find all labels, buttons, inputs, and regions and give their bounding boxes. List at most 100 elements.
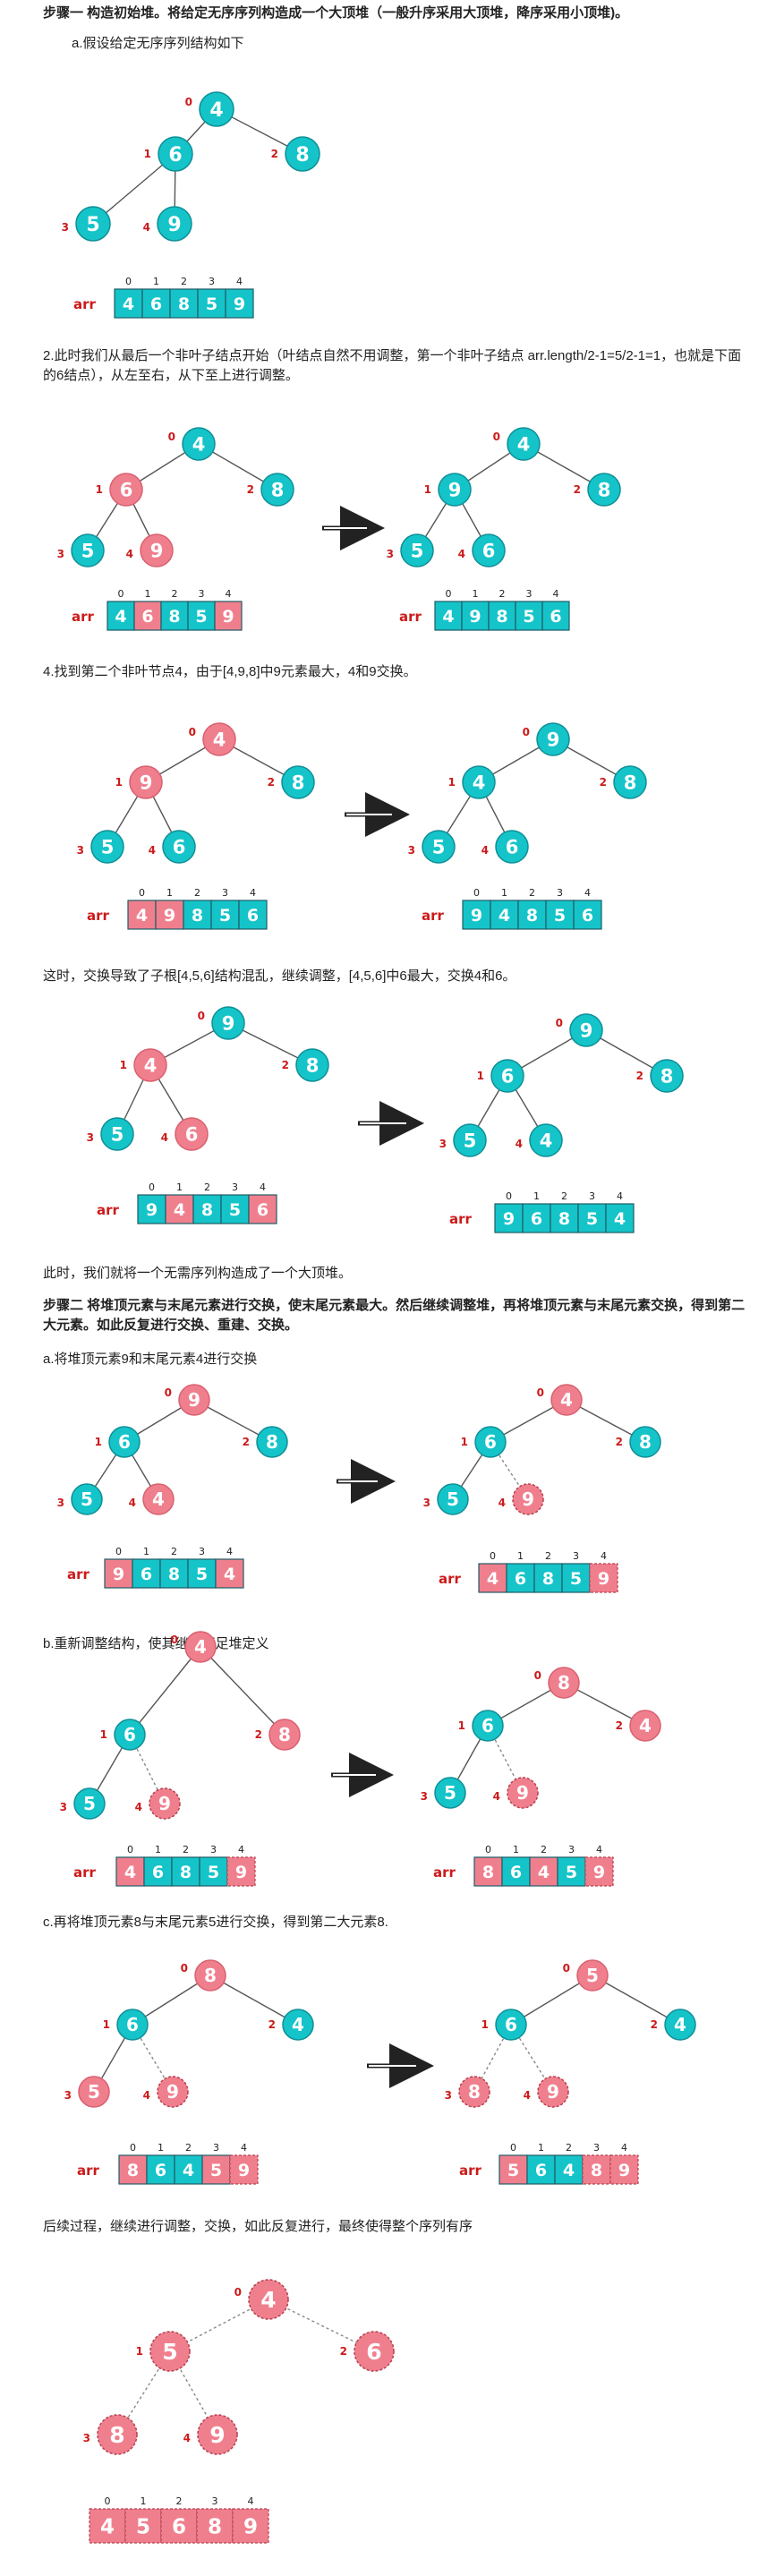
array-cell-value: 4 bbox=[487, 1569, 499, 1589]
array-cell-value: 6 bbox=[141, 1565, 152, 1584]
array-cell bbox=[584, 1856, 614, 1887]
array-label: arr bbox=[399, 609, 422, 625]
array-cell bbox=[494, 1203, 524, 1233]
array-label: arr bbox=[459, 2162, 482, 2179]
array-index: 0 bbox=[473, 887, 480, 899]
tree-index-label: 2 bbox=[247, 483, 254, 496]
array-cell-value: 6 bbox=[531, 1209, 542, 1229]
array-cell bbox=[171, 1856, 200, 1887]
tree-node-value: 5 bbox=[81, 541, 95, 562]
tree-node bbox=[495, 2009, 527, 2041]
tree-node-value: 6 bbox=[505, 2014, 517, 2035]
array-cell-value: 9 bbox=[234, 294, 245, 314]
array-index: 0 bbox=[510, 2142, 516, 2154]
array-cell bbox=[141, 288, 171, 319]
tree-index-label: 4 bbox=[493, 1790, 500, 1803]
array-label: arr bbox=[73, 1864, 97, 1881]
tree-node bbox=[474, 1426, 507, 1458]
array-index: 0 bbox=[127, 1844, 133, 1855]
tree-node-value: 6 bbox=[124, 1724, 136, 1745]
tree-index-label: 3 bbox=[387, 548, 394, 560]
tree-node bbox=[587, 473, 621, 507]
tree-index-label: 0 bbox=[493, 431, 500, 443]
array-cell-value: 9 bbox=[243, 2515, 258, 2538]
array-cell-value: 9 bbox=[598, 1569, 609, 1589]
tree-index-label: 3 bbox=[77, 844, 84, 857]
tree-node bbox=[142, 1483, 175, 1515]
tree-node bbox=[629, 1426, 661, 1458]
array-cell-value: 6 bbox=[141, 607, 153, 627]
array-cell-value: 9 bbox=[164, 906, 175, 925]
array-cell-value: 8 bbox=[591, 2161, 602, 2180]
array-index: 1 bbox=[166, 887, 173, 899]
tree-node bbox=[182, 427, 216, 461]
array-cell-value: 5 bbox=[507, 2161, 519, 2180]
array-cell-value: 8 bbox=[208, 2515, 222, 2538]
tree-index-label: 2 bbox=[268, 2018, 276, 2031]
tree-node-value: 4 bbox=[674, 2014, 686, 2035]
tree-node bbox=[512, 1483, 544, 1515]
tree-index-label: 2 bbox=[636, 1070, 643, 1082]
array-cell-value: 9 bbox=[238, 2161, 250, 2180]
tree-node-value: 6 bbox=[126, 2014, 139, 2035]
array-cell bbox=[605, 1203, 635, 1233]
tree-index-label: 0 bbox=[198, 1010, 205, 1022]
array-index: 4 bbox=[226, 588, 232, 600]
array-label: arr bbox=[97, 1202, 120, 1218]
array-cell bbox=[89, 2508, 126, 2544]
array-cell bbox=[104, 1558, 133, 1589]
array-cell-value: 4 bbox=[124, 1863, 136, 1882]
array-index: 2 bbox=[499, 588, 506, 600]
array-index: 4 bbox=[241, 2142, 247, 2154]
tree-index-label: 1 bbox=[144, 148, 151, 160]
tree-node-value: 8 bbox=[558, 1672, 570, 1693]
tree-node bbox=[202, 722, 236, 756]
array-index: 1 bbox=[513, 1844, 519, 1855]
tree-index-label: 0 bbox=[523, 726, 530, 738]
array-cell-value: 8 bbox=[542, 1569, 554, 1589]
tree-node-value: 9 bbox=[209, 2422, 225, 2448]
tree-node-value: 8 bbox=[292, 772, 305, 794]
tree-index-label: 1 bbox=[448, 776, 456, 789]
tree-node bbox=[100, 1117, 134, 1151]
array-cell bbox=[529, 1856, 558, 1887]
array-cell-value: 9 bbox=[503, 1209, 515, 1229]
array-cell bbox=[248, 1194, 277, 1224]
tree-node bbox=[149, 2331, 191, 2372]
tree-node bbox=[133, 1048, 167, 1082]
tree-node bbox=[438, 473, 472, 507]
array-index: 0 bbox=[105, 2495, 111, 2507]
array-label: arr bbox=[77, 2162, 100, 2179]
array-cell bbox=[473, 1856, 503, 1887]
array-cell-value: 8 bbox=[558, 1209, 570, 1229]
tree-node bbox=[613, 765, 647, 799]
array-cell-value: 9 bbox=[471, 906, 482, 925]
tree-node bbox=[537, 2076, 569, 2108]
array-index: 2 bbox=[183, 1844, 189, 1855]
tree-node-value: 5 bbox=[411, 541, 424, 562]
array-index: 3 bbox=[210, 1844, 217, 1855]
tree-node bbox=[490, 1059, 524, 1093]
tree-index-label: 2 bbox=[271, 148, 278, 160]
array-cell bbox=[197, 288, 226, 319]
array-cell bbox=[127, 900, 157, 930]
array-index: 4 bbox=[584, 887, 591, 899]
tree-node bbox=[569, 1013, 603, 1047]
array-cell bbox=[169, 288, 199, 319]
array-cell bbox=[229, 2154, 259, 2185]
array-cell-value: 6 bbox=[152, 1863, 164, 1882]
array-index: 2 bbox=[561, 1190, 567, 1202]
tree-index-label: 0 bbox=[537, 1386, 544, 1399]
tree-edge bbox=[129, 1646, 201, 1736]
tree-node-value: 9 bbox=[166, 2081, 179, 2103]
tree-node bbox=[650, 1059, 684, 1093]
tree-node-value: 8 bbox=[624, 772, 637, 794]
tree-index-label: 2 bbox=[340, 2345, 347, 2358]
tree-node bbox=[437, 1483, 469, 1515]
tree-node-value: 4 bbox=[192, 434, 206, 456]
tree-node bbox=[400, 533, 434, 567]
array-index: 1 bbox=[145, 588, 151, 600]
end-caption: 后续过程，继续进行调整，交换，如此反复进行，最终使得整个序列有序 bbox=[43, 2219, 473, 2234]
